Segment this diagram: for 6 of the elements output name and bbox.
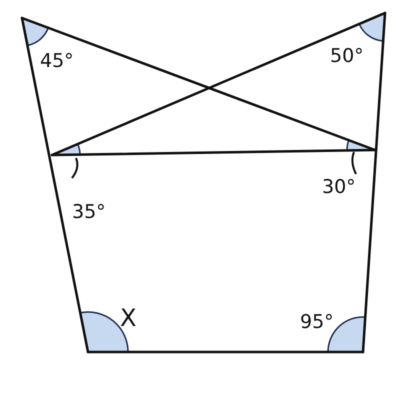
angle-label: 95°	[300, 313, 334, 332]
angle-label: 50°	[330, 47, 364, 66]
angle-label: 45°	[40, 52, 74, 71]
vertex-label: X	[120, 306, 136, 330]
angle-label: 35°	[72, 203, 106, 222]
angle-label: 30°	[322, 178, 356, 197]
